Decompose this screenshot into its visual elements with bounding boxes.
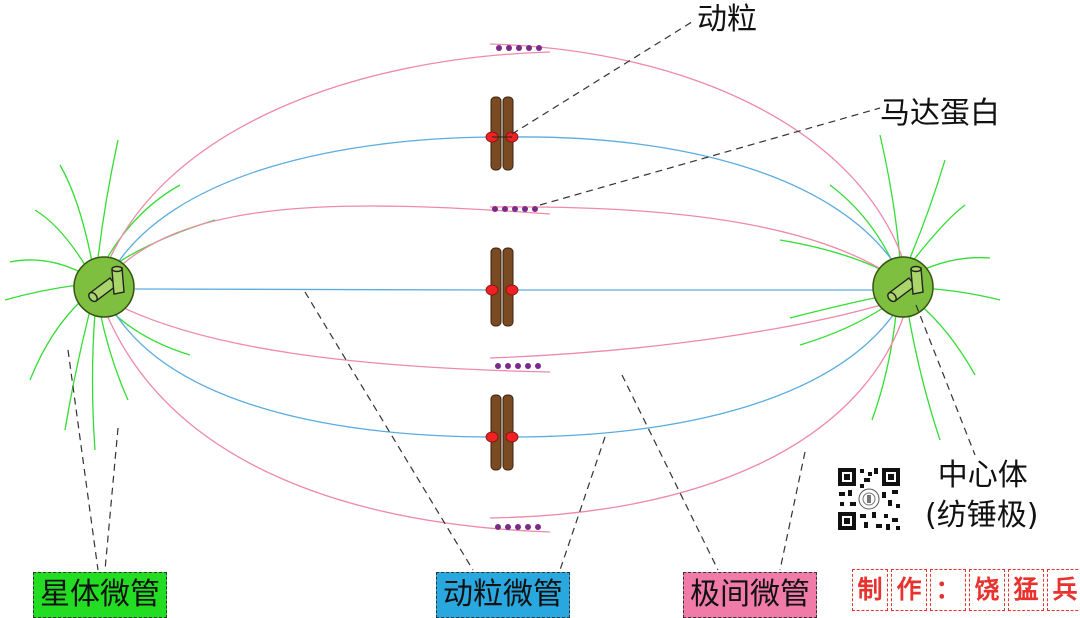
motor-protein-group [495,524,541,530]
chromosome [485,247,519,327]
label-box-polar-microtubules: 极间微管 [683,572,817,618]
leader-astral-2 [104,427,119,571]
leader-polar-2 [779,451,806,571]
label-box-astral-microtubules: 星体微管 [33,572,167,618]
credit-char: 作 [891,569,927,611]
label-centrosome-line1: 中心体 [937,458,1028,493]
label-centrosome: 中心体 (纺锤极) [925,456,1039,536]
credit-char: ： [930,569,966,611]
credit-char: 饶 [969,569,1005,611]
polar-microtubules [103,43,906,533]
centrosome-left [73,256,135,318]
credit-char: 制 [852,569,888,611]
label-motor-protein: 马达蛋白 [880,96,1000,131]
chromosome [485,394,519,471]
leader-kinetochore-mt-2 [559,436,606,571]
leader-kinetochore [511,19,696,135]
centrosome-right [872,256,934,318]
credit-char: 猛 [1008,569,1044,611]
astral-microtubules [4,134,1001,451]
label-kinetochore: 动粒 [697,2,757,37]
motor-protein-group [496,45,542,51]
leader-centrosome [915,304,976,456]
leader-astral-1 [67,349,99,571]
leader-kinetochore-mt-1 [304,291,474,571]
label-centrosome-line2: (纺锤极) [925,498,1039,533]
motor-protein-group [492,206,538,212]
label-box-kinetochore-microtubules: 动粒微管 [436,572,570,618]
motor-protein-group [495,363,541,369]
leader-polar-1 [621,374,719,571]
kinetochore-microtubules [109,136,901,438]
author-credit: 制 作 ： 饶 猛 兵 [852,569,1080,611]
credit-char: 兵 [1047,569,1080,611]
leader-lines [67,19,976,571]
chromosome [485,96,519,171]
leader-motor-protein [539,107,881,206]
qr-code-icon [836,466,902,532]
